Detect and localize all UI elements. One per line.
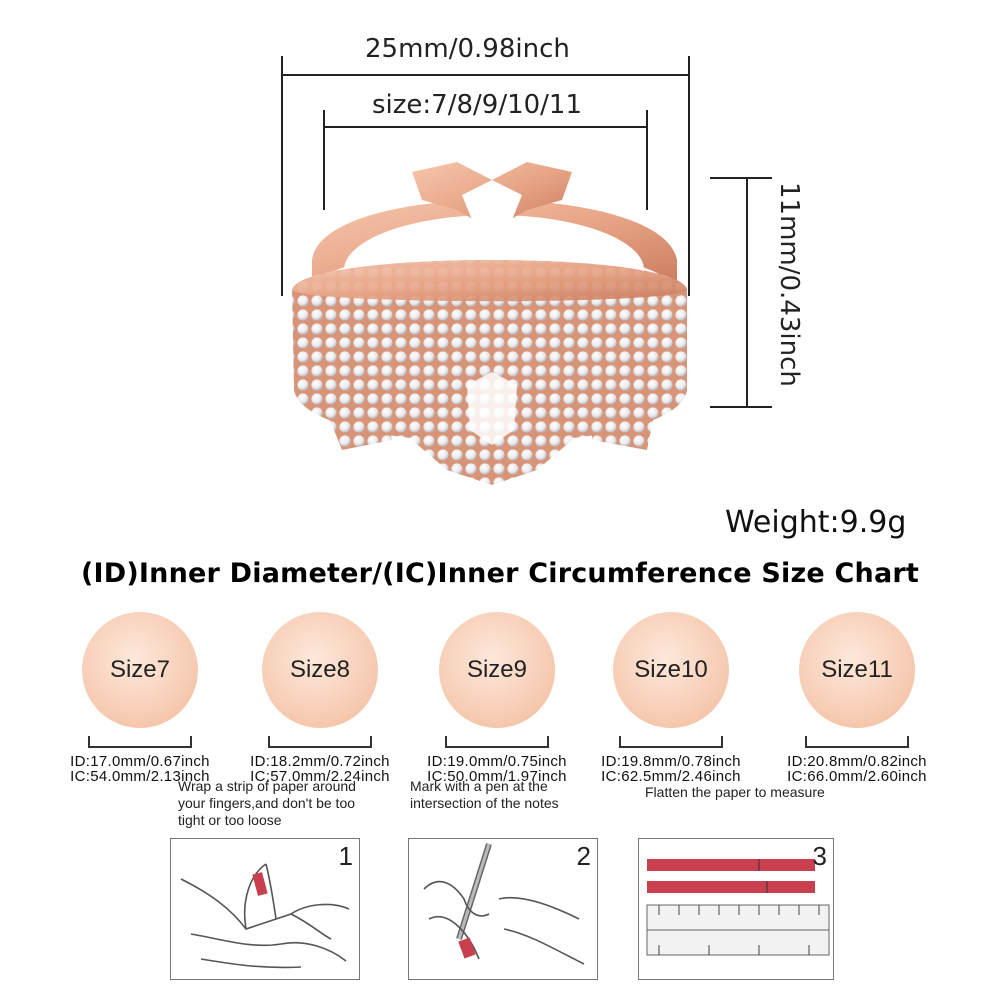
size-item: Size7 ID:17.0mm/0.67inch IC:54.0mm/2.13i… (50, 612, 230, 784)
size-range-line (324, 126, 648, 128)
size-label: Size7 (109, 656, 171, 683)
height-bottom-tick (710, 406, 772, 408)
step-3-instructions: Flatten the paper to measure (645, 784, 825, 801)
size-id: ID:17.0mm/0.67inch (70, 753, 210, 770)
size-id: ID:19.0mm/0.75inch (427, 753, 567, 770)
size-range-right-tick (646, 110, 648, 210)
size-label: Size8 (289, 656, 351, 683)
step-2-instructions: Mark with a pen at the intersection of t… (410, 778, 559, 812)
size-ic: IC:50.0mm/1.97inch (427, 768, 567, 785)
height-label: 11mm/0.43inch (774, 182, 804, 387)
size-circle: Size10 (613, 612, 729, 728)
size-item: Size9 ID:19.0mm/0.75inch IC:50.0mm/1.97i… (407, 612, 587, 784)
step-text-line: intersection of the notes (410, 795, 559, 811)
hand-wrap-illustration (180, 863, 350, 969)
step-3-panel: 3 (638, 838, 834, 980)
size-ic: IC:66.0mm/2.60inch (787, 768, 927, 785)
step-number: 3 (812, 841, 827, 871)
size-circle: Size11 (799, 612, 915, 728)
step-number: 2 (576, 841, 591, 871)
size-id: ID:20.8mm/0.82inch (787, 753, 927, 770)
step-text-line: your fingers,and don't be too (178, 795, 356, 811)
weight-label: Weight:9.9g (725, 505, 907, 540)
size-bracket (805, 736, 909, 748)
size-ic: IC:62.5mm/2.46inch (601, 768, 741, 785)
size-id: ID:18.2mm/0.72inch (250, 753, 390, 770)
size-item: Size8 ID:18.2mm/0.72inch IC:57.0mm/2.24i… (230, 612, 410, 784)
size-circle: Size8 (262, 612, 378, 728)
size-bracket (88, 736, 192, 748)
width-right-tick (688, 56, 690, 296)
step-2-panel: 2 (408, 838, 598, 980)
size-bracket (619, 736, 723, 748)
size-item: Size10 ID:19.8mm/0.78inch IC:62.5mm/2.46… (581, 612, 761, 784)
size-label: Size9 (466, 656, 528, 683)
size-bracket (268, 736, 372, 748)
step-text-line: Flatten the paper to measure (645, 784, 825, 800)
size-chart-title: (ID)Inner Diameter/(IC)Inner Circumferen… (80, 558, 919, 589)
step-number: 1 (338, 841, 353, 871)
size-id: ID:19.8mm/0.78inch (601, 753, 741, 770)
width-line (282, 74, 690, 76)
pen-mark-illustration (423, 843, 585, 965)
width-left-tick (281, 56, 283, 296)
size-circle: Size9 (439, 612, 555, 728)
step-text-line: Mark with a pen at the (410, 778, 548, 794)
step-text-line: tight or too loose (178, 812, 282, 828)
size-item: Size11 ID:20.8mm/0.82inch IC:66.0mm/2.60… (767, 612, 947, 784)
height-line (746, 177, 748, 408)
size-range-left-tick (323, 110, 325, 210)
ruler-illustration (646, 859, 830, 956)
size-circle: Size7 (82, 612, 198, 728)
size-label: Size10 (634, 656, 708, 683)
size-label: Size11 (821, 656, 893, 683)
height-top-tick (710, 177, 772, 179)
step-1-instructions: Wrap a strip of paper around your finger… (178, 778, 356, 829)
step-text-line: Wrap a strip of paper around (178, 778, 356, 794)
width-label: 25mm/0.98inch (365, 34, 570, 64)
size-ic: IC:54.0mm/2.13inch (70, 768, 210, 785)
size-ic: IC:57.0mm/2.24inch (250, 768, 390, 785)
step-1-panel: 1 (170, 838, 360, 980)
size-bracket (445, 736, 549, 748)
ring-image (292, 162, 687, 485)
size-range-label: size:7/8/9/10/11 (372, 90, 583, 120)
